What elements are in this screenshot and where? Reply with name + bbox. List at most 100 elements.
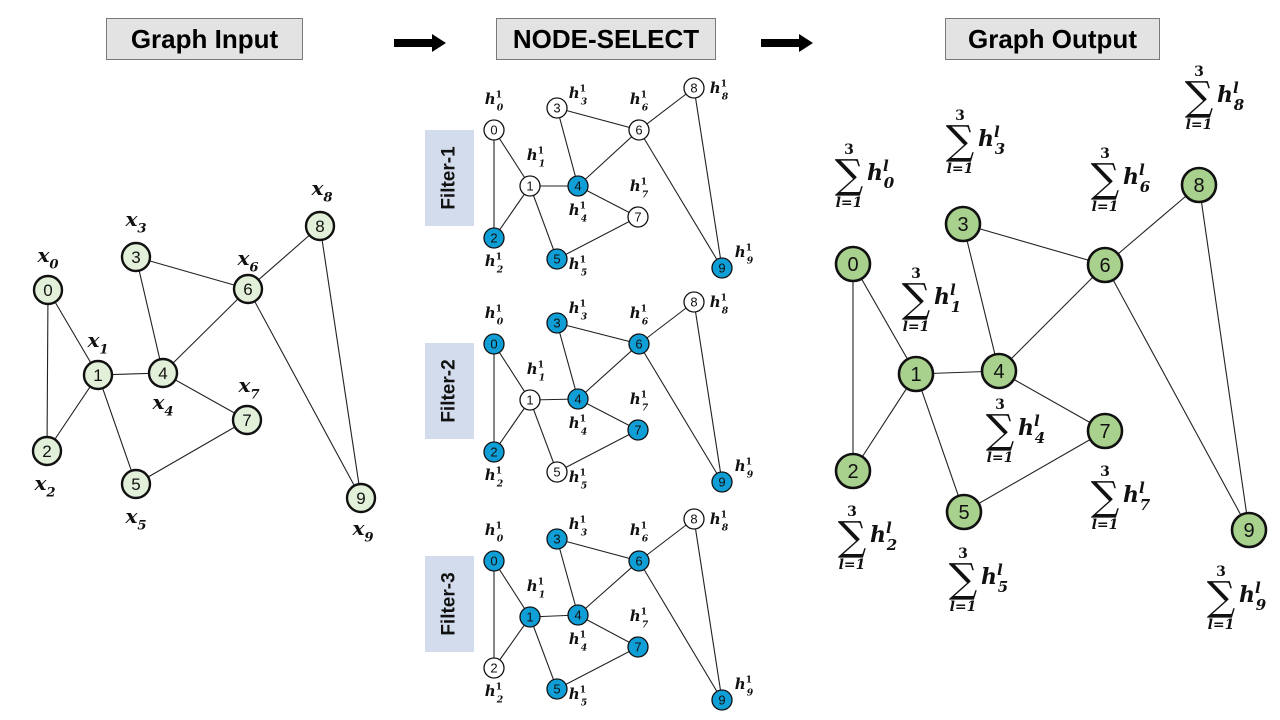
node-id-label: 9: [356, 489, 365, 508]
selected-node: 9: [711, 257, 733, 279]
node-id-label: 0: [847, 254, 858, 276]
node-id-label: 6: [635, 123, 642, 138]
graph-edge: [162, 372, 248, 421]
graph-edge: [556, 322, 640, 345]
sum-upper-bound: 3: [1216, 564, 1226, 580]
node-id-label: 7: [634, 640, 641, 655]
graph-edge: [556, 646, 639, 690]
input-node: 4: [147, 357, 179, 389]
node-id-label: 0: [490, 554, 497, 569]
selected-node: 4: [567, 604, 589, 626]
graph-edge: [1104, 264, 1250, 531]
input-node: 3: [120, 241, 152, 273]
graph-edge: [963, 430, 1106, 513]
node-id-label: 9: [718, 475, 725, 490]
node-id-label: 3: [957, 214, 968, 236]
input-feature-label: x5: [124, 504, 146, 533]
node-id-label: 1: [526, 179, 533, 194]
output-node: 7: [1086, 412, 1124, 450]
selected-node: 6: [628, 333, 650, 355]
output-node: 2: [834, 452, 872, 490]
node-id-label: 5: [958, 502, 969, 524]
filter-2-label: Filter-2: [425, 343, 474, 439]
graph-edge: [638, 343, 723, 483]
node-id-label: 7: [634, 423, 641, 438]
selected-node: 6: [628, 550, 650, 572]
graph-edge: [247, 288, 362, 499]
node-id-label: 3: [553, 316, 560, 331]
graph-edge: [556, 216, 639, 260]
unselected-node: 1: [519, 175, 541, 197]
unselected-node: 7: [627, 206, 649, 228]
input-node: 0: [32, 274, 64, 306]
node-id-label: 2: [490, 231, 497, 246]
node-id-label: 8: [690, 512, 697, 527]
graph-edge: [529, 185, 558, 260]
node-id-label: 4: [158, 364, 167, 383]
input-node: 7: [231, 404, 263, 436]
selected-node: 7: [627, 636, 649, 658]
node-id-label: 9: [1243, 520, 1254, 542]
node-select-title: NODE-SELECT: [496, 18, 716, 60]
graph-edge: [556, 322, 579, 400]
node-id-label: 6: [635, 554, 642, 569]
graph-edge: [852, 373, 917, 472]
selected-node: 3: [546, 528, 568, 550]
input-feature-label: x4: [151, 390, 173, 419]
sum-symbol: ∑: [1207, 574, 1236, 620]
node-id-label: 0: [490, 123, 497, 138]
node-id-label: 5: [553, 465, 560, 480]
right-arrow-icon: [394, 34, 446, 52]
graph-edge: [1104, 184, 1200, 266]
node-id-label: 7: [1099, 421, 1110, 443]
selected-node: 5: [546, 248, 568, 270]
selected-node: 9: [711, 689, 733, 711]
selected-node: 4: [567, 388, 589, 410]
sum-lower-bound: l=1: [1092, 199, 1119, 215]
filter-1-label: Filter-1: [425, 130, 474, 226]
sum-symbol: ∑: [838, 514, 867, 560]
node-id-label: 8: [315, 217, 324, 236]
sum-lower-bound: l=1: [987, 450, 1014, 466]
selected-node: 2: [483, 441, 505, 463]
graph-edge: [556, 538, 640, 562]
graph-edge: [319, 225, 362, 499]
sum-upper-bound: 3: [1100, 464, 1110, 480]
graph-edge: [693, 301, 723, 483]
graph-edge: [162, 288, 249, 374]
graph-edge: [638, 129, 723, 269]
unselected-node: 5: [546, 461, 568, 483]
graph-edge: [638, 301, 695, 345]
node-id-label: 8: [1193, 175, 1204, 197]
output-node: 9: [1230, 511, 1268, 549]
graph-edge: [47, 289, 99, 376]
node-id-label: 6: [243, 280, 252, 299]
sum-upper-bound: 3: [958, 546, 968, 562]
graph-output-title: Graph Output: [945, 18, 1160, 60]
node-id-label: 4: [574, 392, 581, 407]
graph-edge: [998, 370, 1106, 432]
sum-symbol: ∑: [902, 276, 931, 322]
input-node: 5: [120, 468, 152, 500]
sum-upper-bound: 3: [911, 266, 921, 282]
